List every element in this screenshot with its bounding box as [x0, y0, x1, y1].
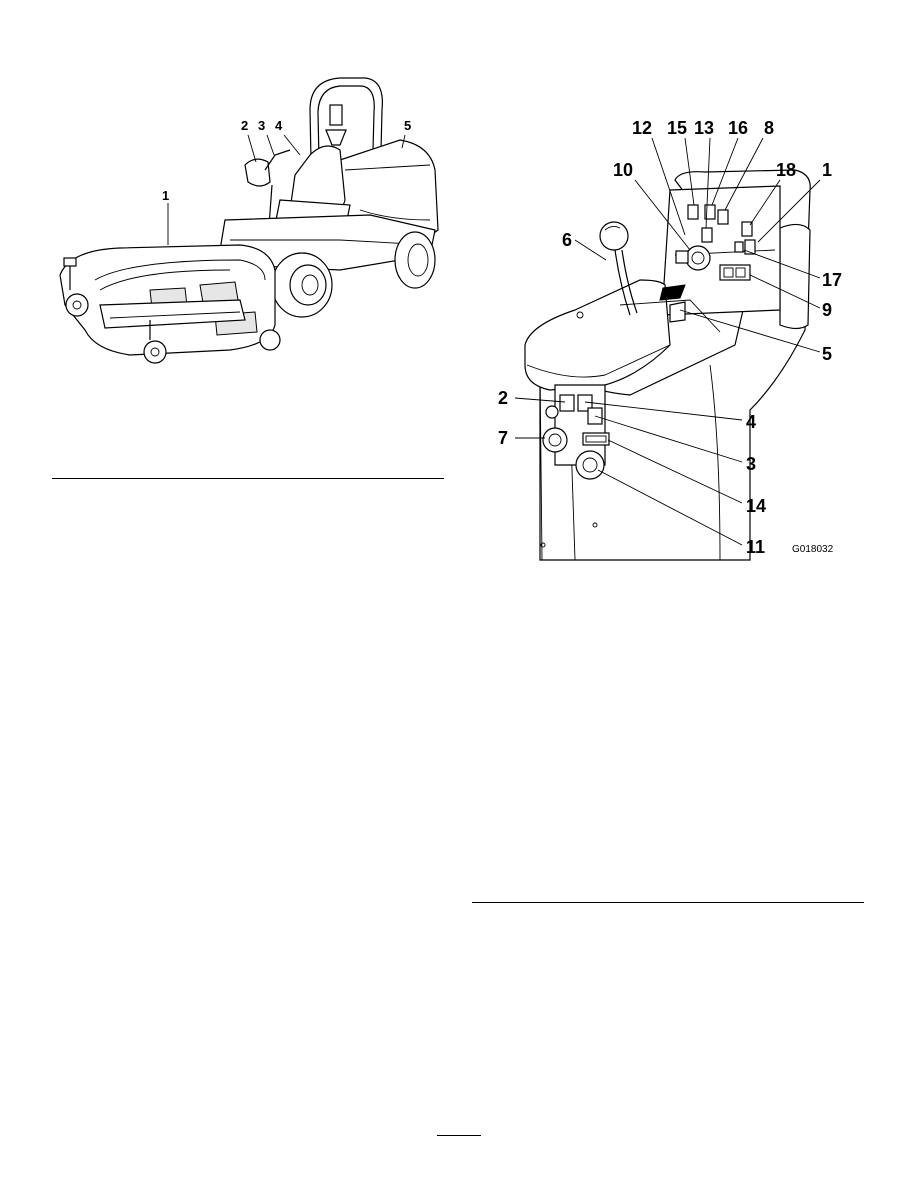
indicator-panel-9: [719, 264, 751, 281]
callout-label: 12: [632, 118, 652, 138]
armrest: [524, 279, 671, 391]
switch-1: [744, 239, 756, 255]
callout-label: 9: [822, 300, 832, 320]
throttle-lever: [659, 284, 686, 301]
page-footer-rule: [437, 1135, 481, 1136]
callout-label: 3: [258, 118, 265, 133]
figure-id: G018032: [792, 544, 834, 555]
callout-label: 11: [746, 537, 765, 557]
callout-label: 1: [162, 188, 169, 203]
callout-label: 18: [776, 160, 796, 180]
callout-label: 2: [498, 388, 508, 408]
callout-label: 5: [822, 344, 832, 364]
callout-label: 16: [728, 118, 748, 138]
callout-label: 6: [562, 230, 572, 250]
switch-16: [704, 204, 716, 220]
switch-18: [741, 221, 753, 237]
section-rule: [52, 478, 444, 479]
switch-2: [559, 394, 575, 412]
caster-wheel: [65, 293, 89, 317]
callout-label: 7: [498, 428, 508, 448]
callout-label: 4: [275, 118, 283, 133]
knob-11: [575, 450, 605, 480]
callout-label: 10: [613, 160, 633, 180]
callout-label: 15: [667, 118, 687, 138]
switch-8: [717, 209, 729, 225]
callout-label: 2: [241, 118, 248, 133]
callout-label: 8: [764, 118, 774, 138]
switch-13: [701, 227, 713, 243]
callout-label: 13: [694, 118, 714, 138]
mower-illustration: 1 2 3 4 5: [59, 77, 439, 364]
switch-15: [687, 204, 699, 220]
callout-label: 3: [746, 454, 756, 474]
switch-17: [734, 241, 744, 253]
callout-label: 1: [822, 160, 832, 180]
callout-label: 14: [746, 496, 766, 516]
callout-label: 5: [404, 118, 411, 133]
rear-wheel: [394, 231, 436, 289]
section-rule: [472, 902, 864, 903]
beacon-light: [329, 104, 343, 126]
callout-label: 4: [746, 412, 756, 432]
switch-7: [542, 427, 568, 453]
control-console-illustration: 12 15 13 16 8 10 18 1 6 17 9 5 2 4 7 3 1…: [498, 118, 842, 561]
callout-label: 17: [822, 270, 842, 290]
hour-meter: [582, 432, 610, 446]
